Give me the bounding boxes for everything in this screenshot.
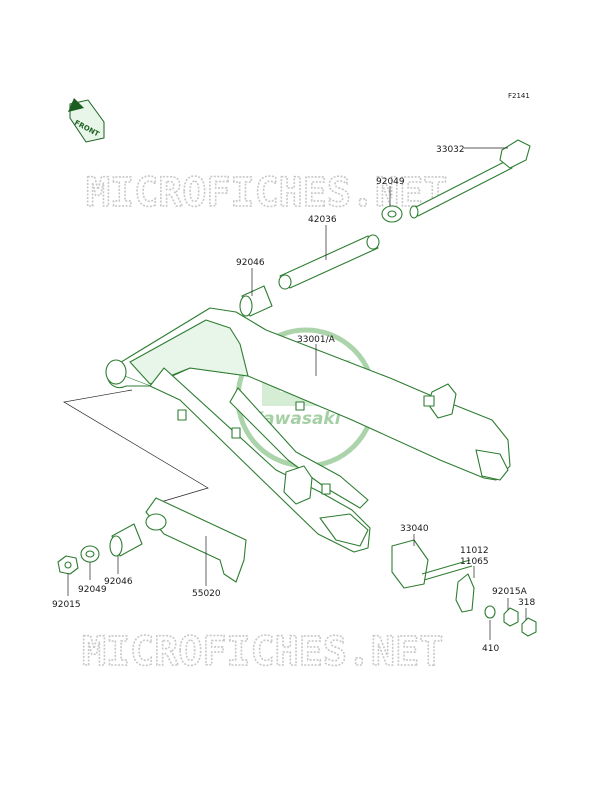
part-labels: 33032 92049 42036 92046 33001/A 33040 11… bbox=[52, 145, 535, 654]
part-label-92046-lower: 92046 bbox=[104, 577, 133, 587]
tube-42036 bbox=[278, 234, 380, 290]
collar-92049-lower bbox=[80, 545, 100, 563]
adjuster-plate bbox=[455, 573, 475, 613]
logo-text: Kawasaki bbox=[250, 409, 342, 429]
part-label-92046-top: 92046 bbox=[236, 258, 265, 268]
part-label-92049-top: 92049 bbox=[376, 177, 405, 187]
part-label-92015a: 92015A bbox=[492, 587, 528, 597]
leader-lines bbox=[67, 147, 527, 640]
part-label-11065: 11065 bbox=[460, 557, 489, 567]
part-label-33040: 33040 bbox=[400, 524, 429, 534]
collar-92049-top bbox=[381, 205, 403, 223]
part-label-33032: 33032 bbox=[436, 145, 465, 155]
washer-410 bbox=[484, 605, 496, 619]
part-label-42036: 42036 bbox=[308, 215, 337, 225]
front-arrow-icon: FRONT bbox=[68, 98, 105, 143]
pivot-shaft bbox=[409, 139, 531, 219]
watermark-bottom: MICROFICHES.NET bbox=[82, 629, 443, 675]
nut-92015 bbox=[57, 555, 79, 575]
figure-code: F2141 bbox=[508, 92, 530, 100]
nut-318 bbox=[521, 617, 537, 637]
part-label-92049-lower: 92049 bbox=[78, 585, 107, 595]
part-label-318: 318 bbox=[518, 598, 535, 608]
chain-guard bbox=[145, 497, 247, 583]
part-label-33001-a: 33001/A bbox=[297, 335, 336, 345]
bearing-92046-top bbox=[239, 285, 273, 317]
part-label-92015: 92015 bbox=[52, 600, 81, 610]
chain-adjuster bbox=[391, 539, 473, 589]
part-label-11012: 11012 bbox=[460, 546, 489, 556]
bearing-92046-lower bbox=[109, 523, 143, 557]
swingarm bbox=[63, 307, 511, 553]
part-label-55020: 55020 bbox=[192, 589, 221, 599]
part-label-410: 410 bbox=[482, 644, 499, 654]
nut-92015a bbox=[503, 607, 519, 627]
